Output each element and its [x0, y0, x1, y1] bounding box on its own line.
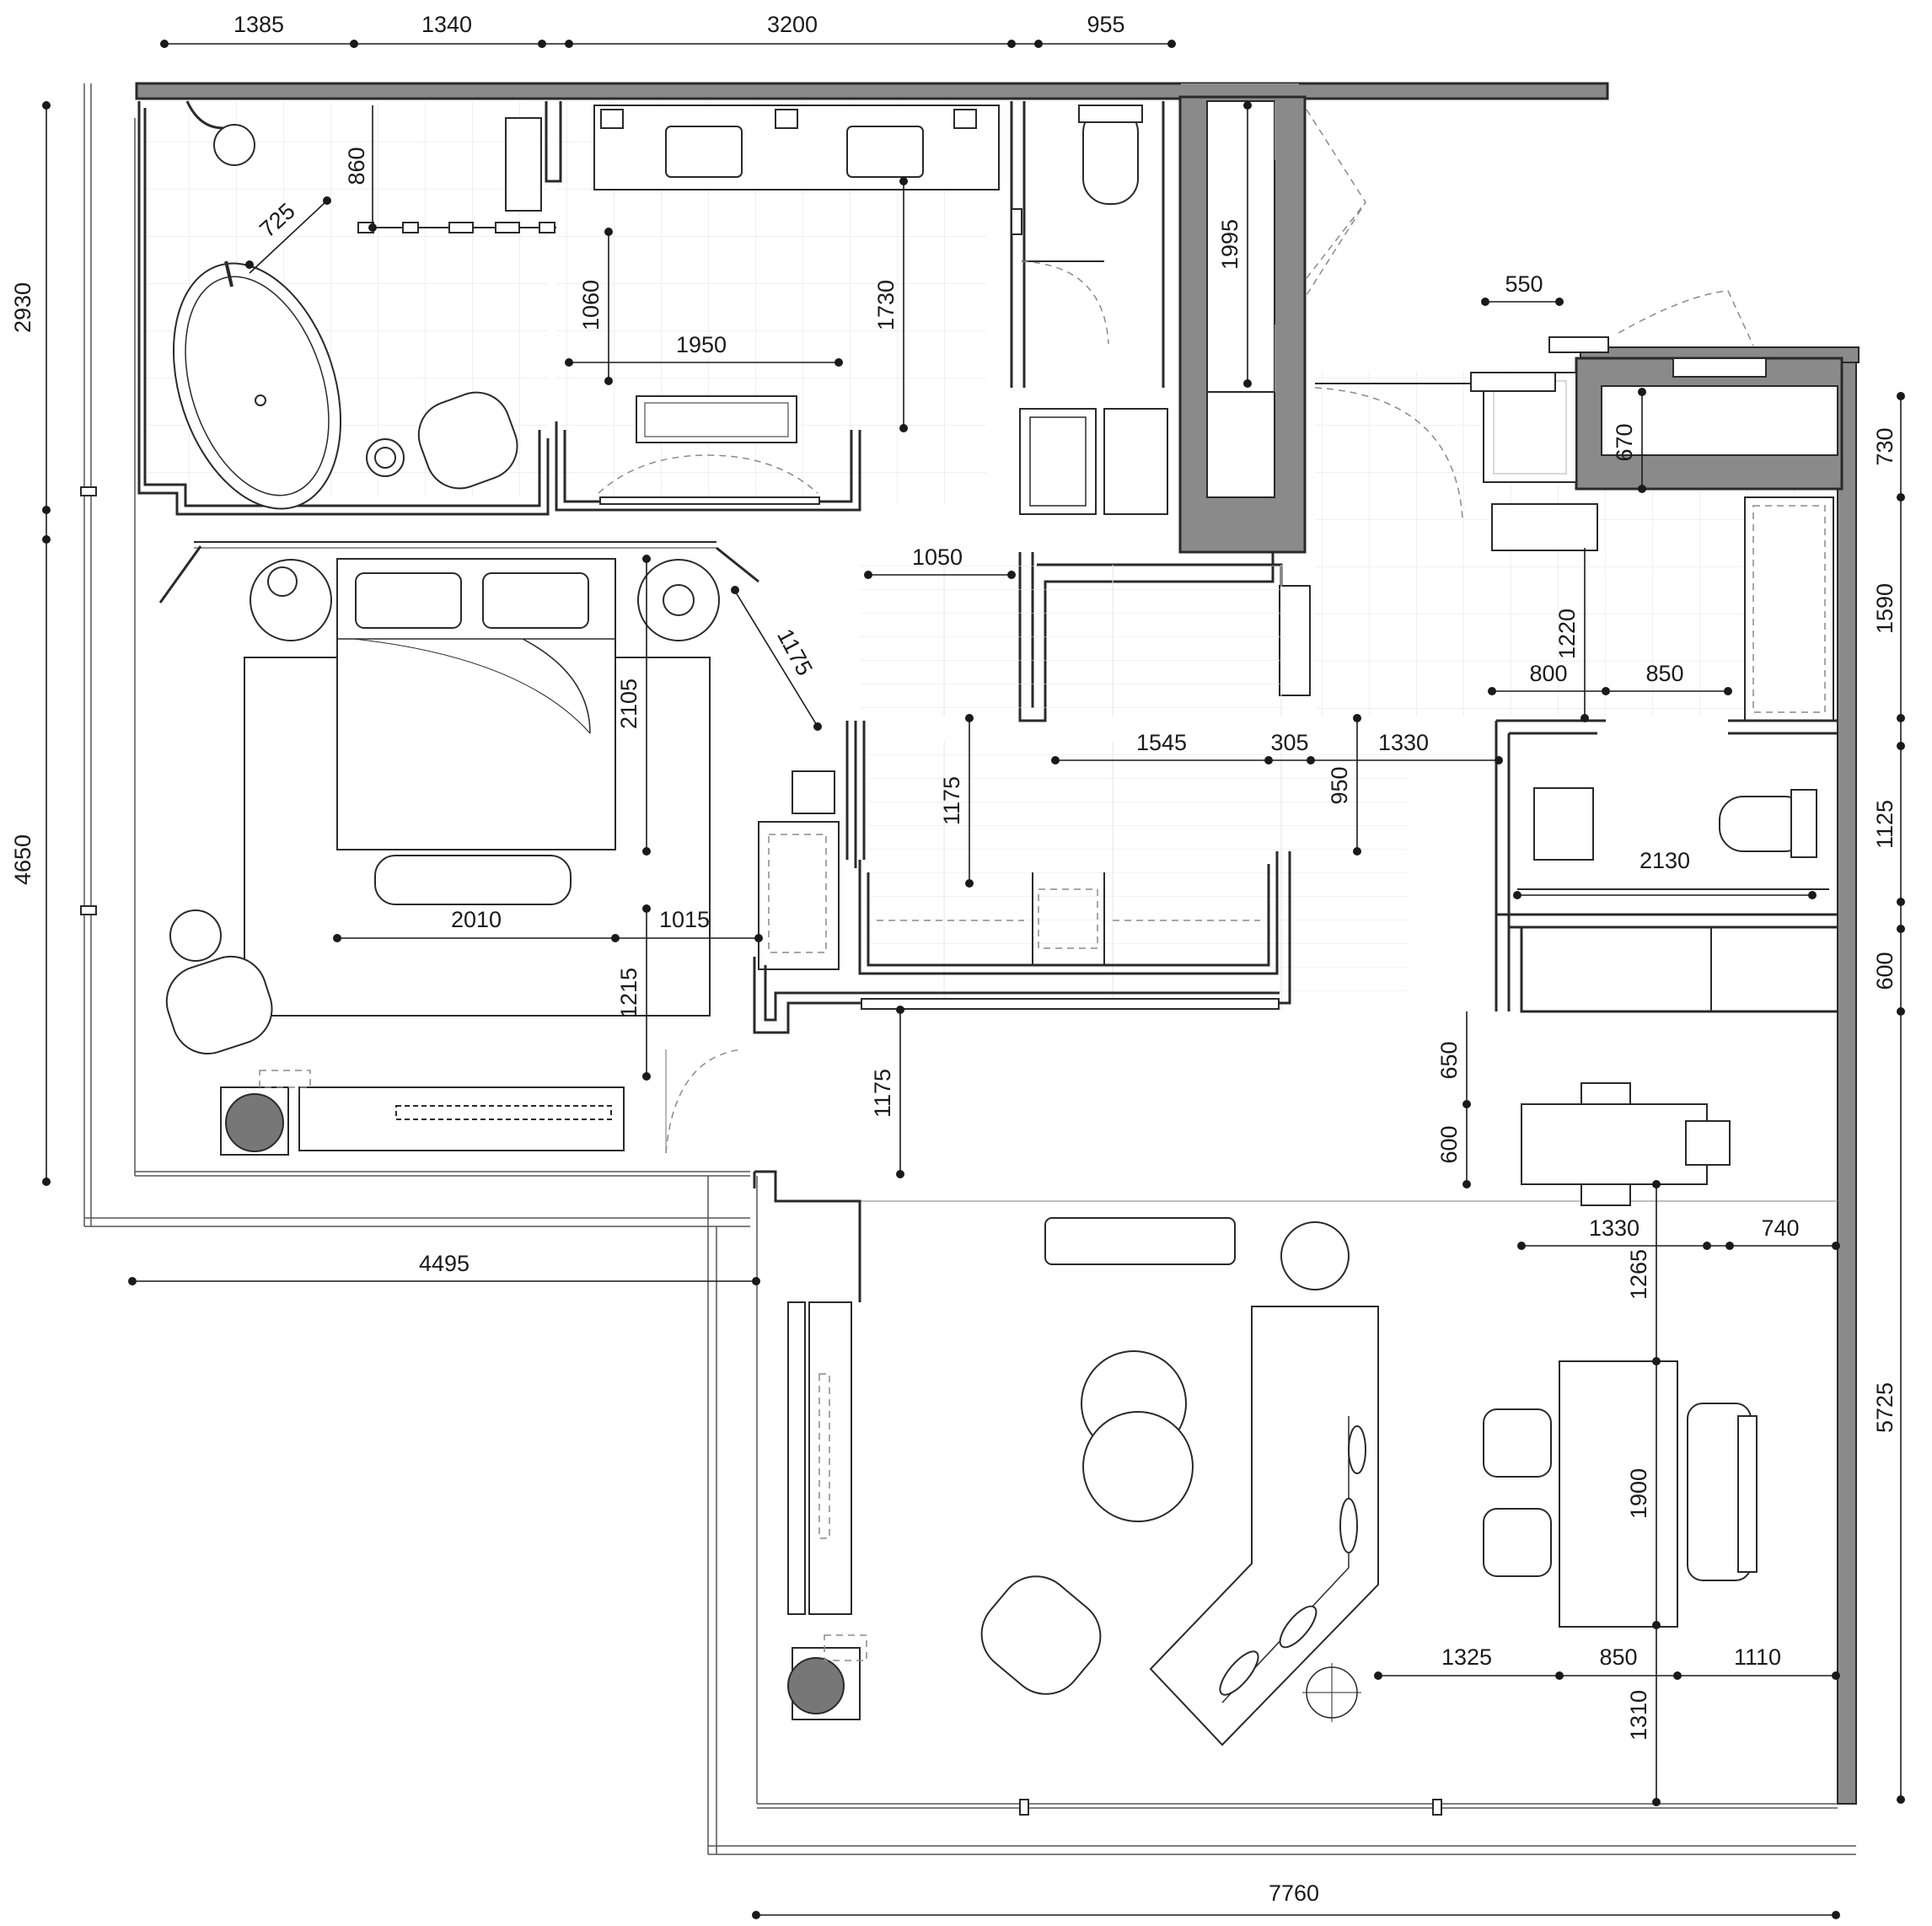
dim-din-740: 740	[1761, 1215, 1799, 1241]
dim-cor-1330: 1330	[1378, 730, 1429, 755]
dim-bed-1175: 1175	[772, 625, 818, 679]
dim-liv-850: 850	[1599, 1644, 1637, 1670]
dim-cor-1175-b: 1175	[870, 1069, 895, 1118]
dim-right-1: 730	[1872, 427, 1897, 465]
dim-bath-1060: 1060	[578, 280, 604, 330]
dim-din-650: 650	[1436, 1041, 1462, 1079]
dim-gb-2130: 2130	[1640, 848, 1690, 873]
dim-top-4: 955	[1087, 12, 1124, 37]
dim-bath-1730: 1730	[873, 280, 899, 330]
dim-bed-4495: 4495	[419, 1251, 470, 1276]
dim-right-4: 600	[1872, 952, 1897, 990]
master-bathroom	[137, 100, 1168, 516]
dim-liv-1110: 1110	[1734, 1644, 1781, 1670]
bedroom	[158, 541, 759, 1156]
walk-in-corridor	[753, 565, 1408, 1034]
dim-gb-550: 550	[1505, 271, 1543, 297]
service-core	[1018, 95, 1366, 722]
living-area	[753, 1082, 1838, 1746]
dim-bed-2010: 2010	[451, 907, 502, 932]
dim-gb-670: 670	[1612, 423, 1637, 461]
dim-bath-1995: 1995	[1217, 219, 1242, 270]
dim-liv-1325: 1325	[1441, 1644, 1492, 1670]
dim-bottom: 7760	[1269, 1880, 1319, 1906]
dim-cor-1545: 1545	[1136, 730, 1187, 755]
dim-bed-2105: 2105	[616, 679, 641, 729]
dim-liv-1265: 1265	[1626, 1249, 1651, 1300]
dim-bath-860: 860	[344, 147, 369, 185]
dim-left-1: 2930	[10, 282, 35, 333]
dim-left-2: 4650	[10, 834, 35, 885]
dim-cor-950: 950	[1327, 766, 1352, 804]
dim-liv-1310: 1310	[1626, 1690, 1651, 1741]
dim-right-3: 1125	[1872, 800, 1897, 849]
dim-gb-1220: 1220	[1554, 609, 1580, 659]
dim-din-600: 600	[1436, 1125, 1462, 1163]
exterior-walls	[80, 82, 1860, 1855]
dim-bed-1215: 1215	[616, 968, 641, 1018]
dim-gb-850: 850	[1645, 661, 1683, 686]
dim-top-2: 1340	[421, 12, 472, 37]
dim-liv-1900: 1900	[1626, 1468, 1651, 1519]
dim-din-1330: 1330	[1589, 1215, 1640, 1241]
dim-top-1: 1385	[233, 12, 284, 37]
guest-bathroom	[1314, 290, 1843, 1013]
dim-bed-1015: 1015	[659, 907, 710, 932]
dim-gb-800: 800	[1529, 661, 1567, 686]
dim-cor-1175-a: 1175	[939, 776, 964, 825]
dim-top-3: 3200	[767, 12, 818, 37]
dimension-lines	[42, 40, 1905, 1919]
dim-right-5: 5725	[1872, 1382, 1897, 1433]
dim-bath-1950: 1950	[676, 332, 727, 357]
dim-cor-305: 305	[1270, 730, 1308, 755]
dim-right-2: 1590	[1872, 583, 1897, 634]
dim-cor-1050: 1050	[912, 545, 963, 570]
